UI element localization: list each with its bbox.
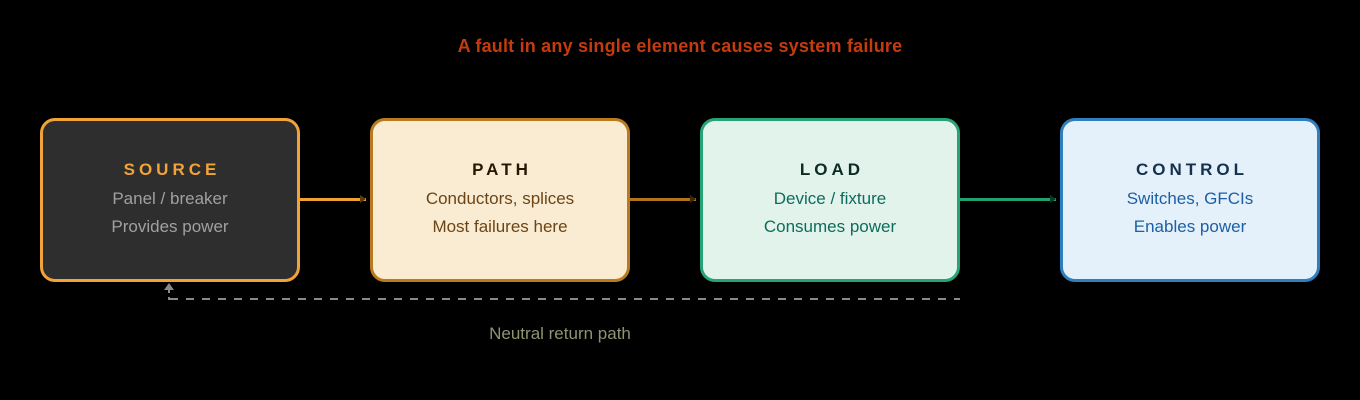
- node-load-line1: Device / fixture: [773, 188, 887, 208]
- connector-path-load: [630, 195, 696, 203]
- node-source: SOURCE Panel / breaker Provides power: [40, 118, 300, 282]
- node-load: LOAD Device / fixture Consumes power: [700, 118, 960, 282]
- node-control-line1: Switches, GFCIs: [1126, 188, 1254, 208]
- node-source-title: SOURCE: [123, 159, 221, 179]
- connector-load-control: [960, 195, 1056, 203]
- node-load-line2: Consumes power: [763, 216, 897, 236]
- node-path: PATH Conductors, splices Most failures h…: [370, 118, 630, 282]
- node-path-line2: Most failures here: [432, 216, 568, 236]
- arrow-right-icon: [690, 195, 696, 203]
- node-source-line1: Panel / breaker: [112, 188, 228, 208]
- arrow-right-icon: [360, 195, 366, 203]
- neutral-return-riser: [168, 288, 170, 300]
- node-source-line2: Provides power: [111, 216, 229, 236]
- neutral-return-dashed-line: [170, 298, 960, 300]
- node-control: CONTROL Switches, GFCIs Enables power: [1060, 118, 1320, 282]
- node-path-title: PATH: [472, 159, 532, 179]
- arrow-up-icon: [164, 283, 174, 290]
- connector-source-path: [300, 195, 366, 203]
- node-control-title: CONTROL: [1135, 159, 1249, 179]
- node-path-line1: Conductors, splices: [425, 188, 575, 208]
- arrow-right-icon: [1050, 195, 1056, 203]
- neutral-return-label: Neutral return path: [489, 324, 631, 343]
- diagram-title: A fault in any single element causes sys…: [457, 36, 903, 56]
- node-load-title: LOAD: [799, 159, 865, 179]
- node-control-line2: Enables power: [1133, 216, 1247, 236]
